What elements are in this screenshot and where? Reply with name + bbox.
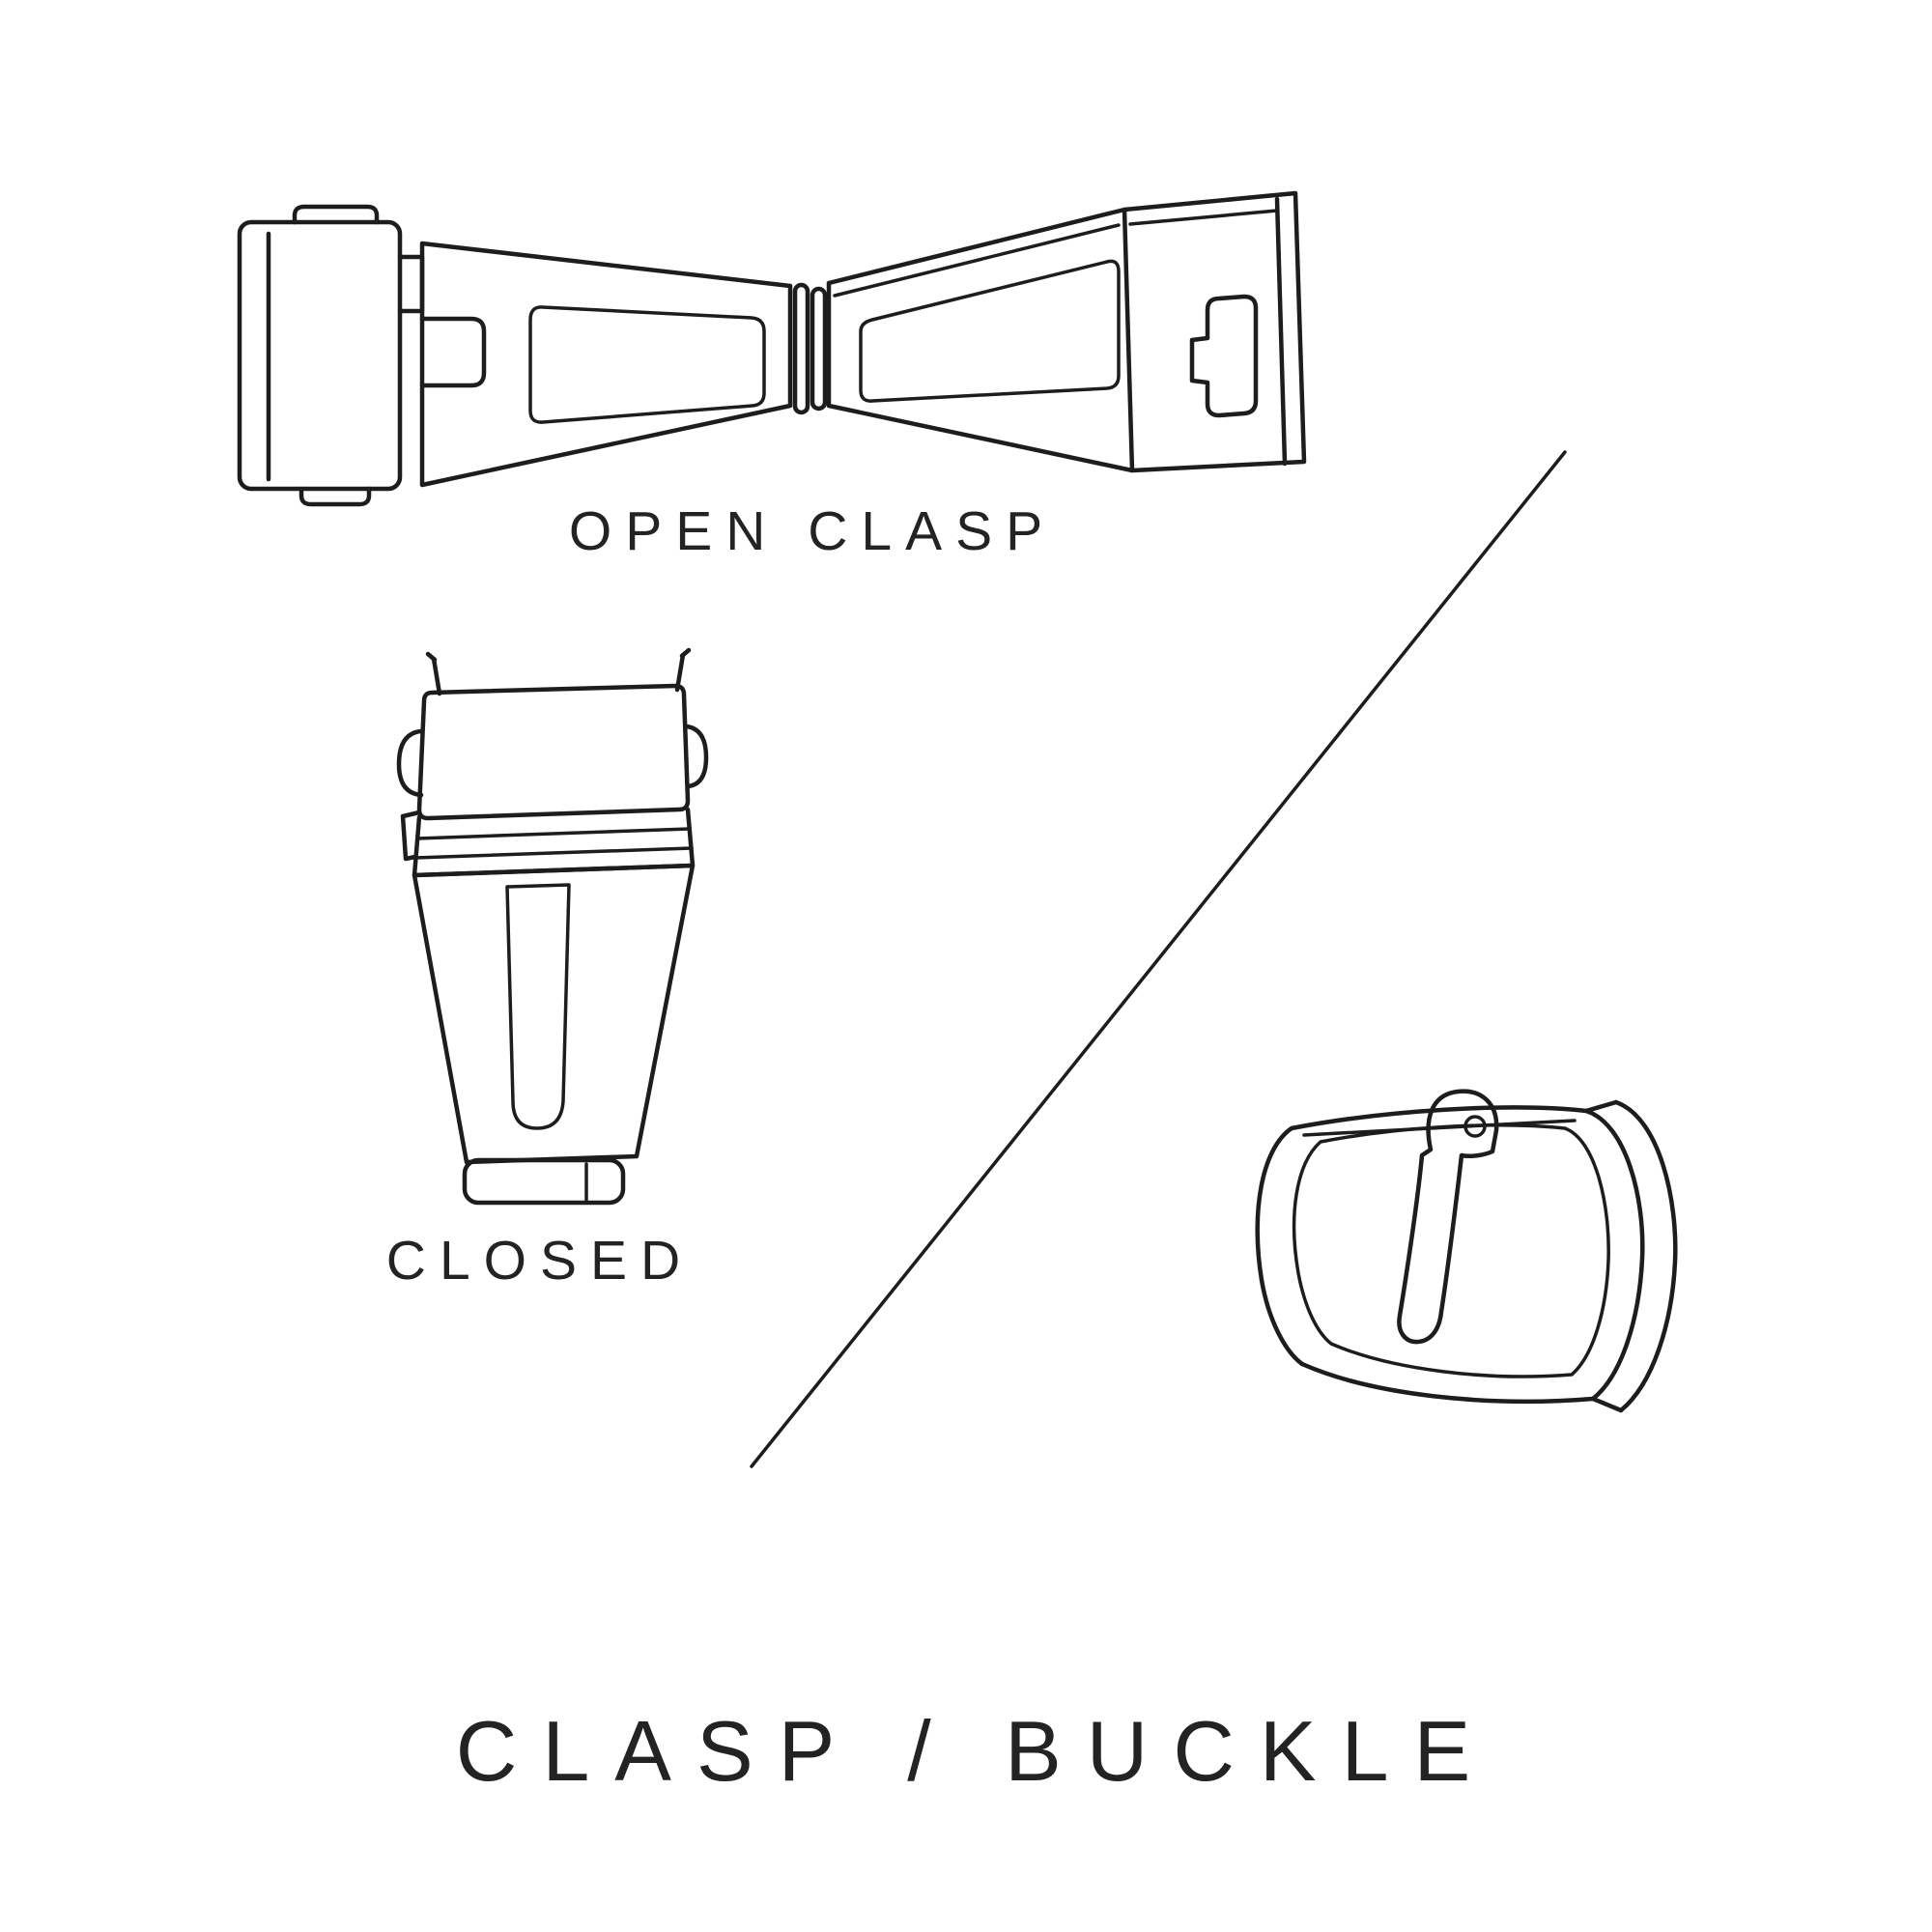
open-clasp-illustration: [237, 190, 1307, 507]
buckle-illustration: [1255, 1089, 1678, 1413]
closed-clasp-caption: CLOSED: [385, 1230, 695, 1292]
divider-line: [750, 450, 1567, 1468]
open-clasp-caption: OPEN CLASP: [568, 500, 1057, 562]
closed-clasp-illustration: [396, 647, 709, 1206]
diagram-title: CLASP / BUCKLE: [455, 1703, 1496, 1799]
